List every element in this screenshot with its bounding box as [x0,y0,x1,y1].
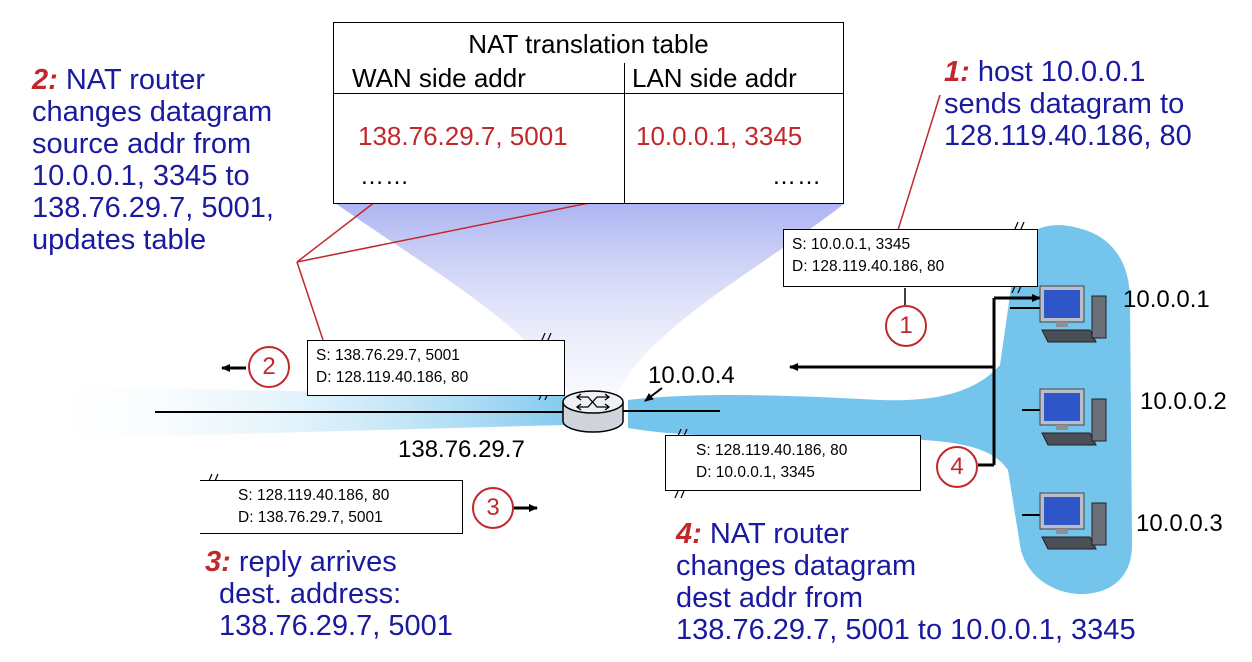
packet-step1: S: 10.0.0.1, 3345 D: 128.119.40.186, 80 [783,229,1038,287]
step4-number: 4: [676,518,702,550]
wan-more-rows: …… [360,163,410,190]
host1-address: 10.0.0.1 [1123,286,1210,313]
host3-address: 10.0.0.3 [1136,510,1223,537]
arrow-lan-ip [644,387,663,402]
step4-line: NAT router [709,518,849,550]
host2-address: 10.0.0.2 [1140,388,1227,415]
step2-line: changes datagram [32,96,273,128]
lan-more-rows: …… [772,163,822,190]
table-divider [334,93,843,94]
host-computer-icon [1039,388,1107,446]
step2-line: source addr from [32,128,252,160]
packet-source: S: 10.0.0.1, 3345 [792,236,911,253]
step1-caption: 1: host 10.0.0.1 sends datagram to 128.1… [944,56,1192,152]
step2-caption: 2: NAT router changes datagram source ad… [32,64,274,256]
step4-line: 138.76.29.7, 5001 to 10.0.0.1, 3345 [676,614,1136,646]
packet-source: S: 128.119.40.186, 80 [238,487,390,504]
step2-line: 138.76.29.7, 5001, [32,192,274,224]
packet-destination: D: 138.76.29.7, 5001 [238,509,383,526]
packet-destination: D: 128.119.40.186, 80 [792,258,945,275]
step3-number: 3: [205,546,231,578]
step3-line: dest. address: [219,578,402,610]
step3-line: 138.76.29.7, 5001 [219,610,453,642]
lan-cloud [628,225,1132,595]
table-beam [335,203,845,405]
step1-line: host 10.0.0.1 [977,56,1146,88]
step2-line: 10.0.0.1, 3345 to [32,160,250,192]
packet-destination: D: 128.119.40.186, 80 [316,369,469,386]
host-computer-icon [1039,492,1107,550]
step-marker-3: 3 [472,487,514,529]
step-marker-1: 1 [885,305,927,347]
router-wan-address: 138.76.29.7 [398,436,525,463]
lan-side-header: LAN side addr [632,63,797,93]
step2-line: NAT router [65,64,205,96]
step1-line: 128.119.40.186, 80 [944,120,1192,152]
callout-line [296,261,324,341]
step3-line: reply arrives [238,546,397,578]
step2-line: updates table [32,224,207,256]
table-column-divider [624,63,625,203]
step4-line: dest addr from [676,582,863,614]
wan-side-header: WAN side addr [352,63,526,93]
step4-line: changes datagram [676,550,917,582]
table-title: NAT translation table [468,29,709,59]
step4-caption: 4: NAT router changes datagram dest addr… [676,518,1136,646]
packet-step4: S: 128.119.40.186, 80 D: 10.0.0.1, 3345 [665,435,921,491]
step1-number: 1: [944,56,970,88]
callout-line [897,94,941,231]
nat-translation-table: NAT translation table WAN side addr LAN … [333,22,844,204]
step1-line: sends datagram to [944,88,1185,120]
step3-caption: 3: reply arrives dest. address: 138.76.2… [205,546,453,642]
lan-side-value: 10.0.0.1, 3345 [636,121,803,151]
packet-destination: D: 10.0.0.1, 3345 [696,464,815,481]
host-computer-icon [1039,285,1107,343]
step-marker-4: 4 [936,446,978,488]
packet-step3: S: 128.119.40.186, 80 D: 138.76.29.7, 50… [200,480,463,534]
router-lan-address: 10.0.0.4 [648,362,735,389]
packet-source: S: 138.76.29.7, 5001 [316,347,460,364]
step-marker-2: 2 [248,346,290,388]
router-icon [562,390,624,433]
step2-number: 2: [32,64,58,96]
wan-side-value: 138.76.29.7, 5001 [358,121,568,151]
packet-source: S: 128.119.40.186, 80 [696,442,848,459]
packet-step2: S: 138.76.29.7, 5001 D: 128.119.40.186, … [307,340,565,396]
